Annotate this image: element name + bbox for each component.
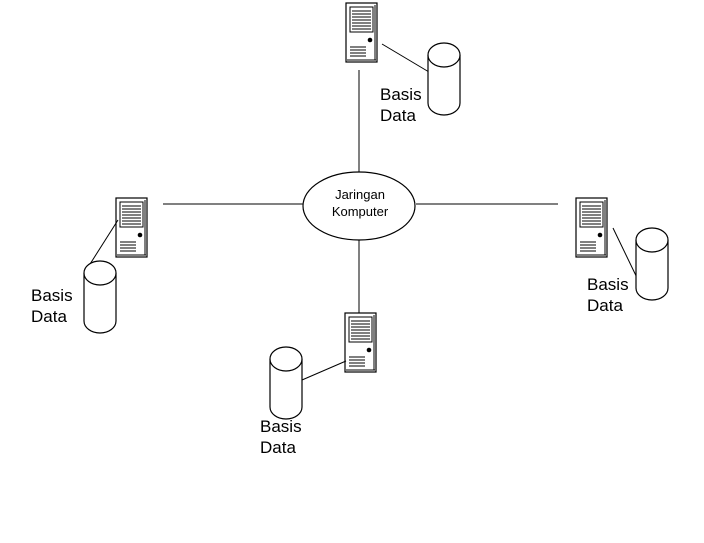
node-bottom (269, 312, 377, 420)
db-label-line2: Data (380, 106, 416, 125)
server-icon (575, 197, 608, 258)
db-label-line2: Data (587, 296, 623, 315)
database-icon (83, 260, 117, 334)
db-label-top: Basis Data (380, 84, 422, 126)
network-links (163, 70, 558, 314)
hub-label: Jaringan Komputer (305, 186, 415, 220)
node-left (83, 197, 148, 334)
hub-label-line1: Jaringan (335, 187, 385, 202)
db-label-bottom: Basis Data (260, 416, 302, 458)
db-label-line1: Basis (380, 85, 422, 104)
db-label-line1: Basis (260, 417, 302, 436)
database-icon (269, 346, 303, 420)
node-top (345, 2, 461, 116)
db-label-line2: Data (260, 438, 296, 457)
database-icon (635, 227, 669, 301)
database-icon (427, 42, 461, 116)
db-label-line1: Basis (31, 286, 73, 305)
db-label-line2: Data (31, 307, 67, 326)
db-label-right: Basis Data (587, 274, 629, 316)
db-link (381, 43, 430, 73)
server-icon (345, 2, 378, 63)
db-label-left: Basis Data (31, 285, 73, 327)
db-label-line1: Basis (587, 275, 629, 294)
node-right (575, 197, 669, 301)
server-icon (344, 312, 377, 373)
server-icon (115, 197, 148, 258)
network-hub (302, 171, 416, 241)
hub-label-line2: Komputer (331, 204, 389, 219)
db-link (301, 360, 347, 381)
